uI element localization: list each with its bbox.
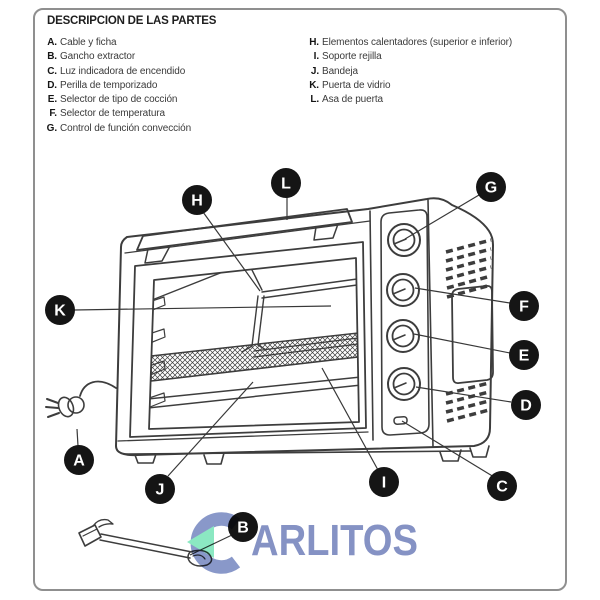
svg-text:K: K <box>54 303 66 320</box>
callout-e: E <box>509 340 539 370</box>
svg-text:I: I <box>382 475 386 492</box>
callout-f: F <box>509 291 539 321</box>
svg-text:J: J <box>156 482 165 499</box>
knob-convection <box>387 223 421 257</box>
callout-d: D <box>511 390 541 420</box>
list-item: F.Selector de temperatura <box>49 108 165 120</box>
oven-body <box>115 197 494 457</box>
svg-text:B: B <box>237 520 249 537</box>
callout-g: G <box>476 172 506 202</box>
logo-triangle-icon <box>187 526 214 558</box>
oven-handle <box>136 208 353 264</box>
power-plug <box>45 396 85 418</box>
callout-j: J <box>145 474 175 504</box>
callout-k: K <box>45 295 75 325</box>
list-item: D.Perilla de temporizado <box>47 79 158 91</box>
svg-text:G: G <box>485 180 497 197</box>
list-item: A.Cable y ficha <box>47 37 117 48</box>
svg-text:F: F <box>519 299 529 316</box>
knob-temperature <box>386 273 420 307</box>
svg-text:C: C <box>496 479 508 496</box>
svg-text:H: H <box>191 193 203 210</box>
list-item: K.Puerta de vidrio <box>309 79 391 91</box>
side-vents-bottom <box>445 381 490 423</box>
list-item: G.Control de función convección <box>46 122 192 134</box>
callout-i: I <box>369 467 399 497</box>
callout-a: A <box>64 445 94 475</box>
list-item: E.Selector de tipo de cocción <box>47 94 178 106</box>
control-panel <box>369 199 434 448</box>
diagram-border <box>33 8 567 591</box>
parts-list-right: H.Elementos calentadores (superior e inf… <box>306 36 512 107</box>
watermark-text: ARLITOS <box>251 516 418 565</box>
wire-rack <box>150 332 359 382</box>
svg-text:E: E <box>519 348 530 365</box>
callout-l: L <box>271 168 301 198</box>
oven-interior <box>149 261 359 409</box>
tray <box>149 376 359 409</box>
side-window <box>451 284 494 385</box>
list-item: J.Bandeja <box>310 65 358 77</box>
base-feet <box>115 445 490 465</box>
callout-c: C <box>487 471 517 501</box>
knob-timer <box>387 367 421 401</box>
watermark: ARLITOS <box>187 512 418 574</box>
callout-h: H <box>182 185 212 215</box>
svg-text:A: A <box>73 453 85 470</box>
power-cord <box>79 380 117 397</box>
side-panel <box>445 238 494 423</box>
svg-text:D: D <box>520 398 532 415</box>
list-item: H.Elementos calentadores (superior e inf… <box>309 37 513 48</box>
leader-lines <box>73 194 512 556</box>
list-item: I.Soporte rejilla <box>313 51 382 63</box>
indicator-light <box>393 415 408 425</box>
body-top-inner-line <box>124 220 371 254</box>
list-item: B.Gancho extractor <box>47 51 136 63</box>
svg-text:L: L <box>281 176 291 193</box>
base-trim-line <box>117 431 369 442</box>
oven-illustration <box>45 197 494 567</box>
page-title: DESCRIPCION DE LAS PARTES <box>47 15 217 27</box>
list-item: C.Luz indicadora de encendido <box>47 65 186 77</box>
oven-door <box>129 241 367 438</box>
knob-cooking-mode <box>386 319 420 353</box>
list-item: L.Asa de puerta <box>310 94 383 106</box>
parts-list-left: A.Cable y ficha B.Gancho extractor C.Luz… <box>44 36 192 136</box>
